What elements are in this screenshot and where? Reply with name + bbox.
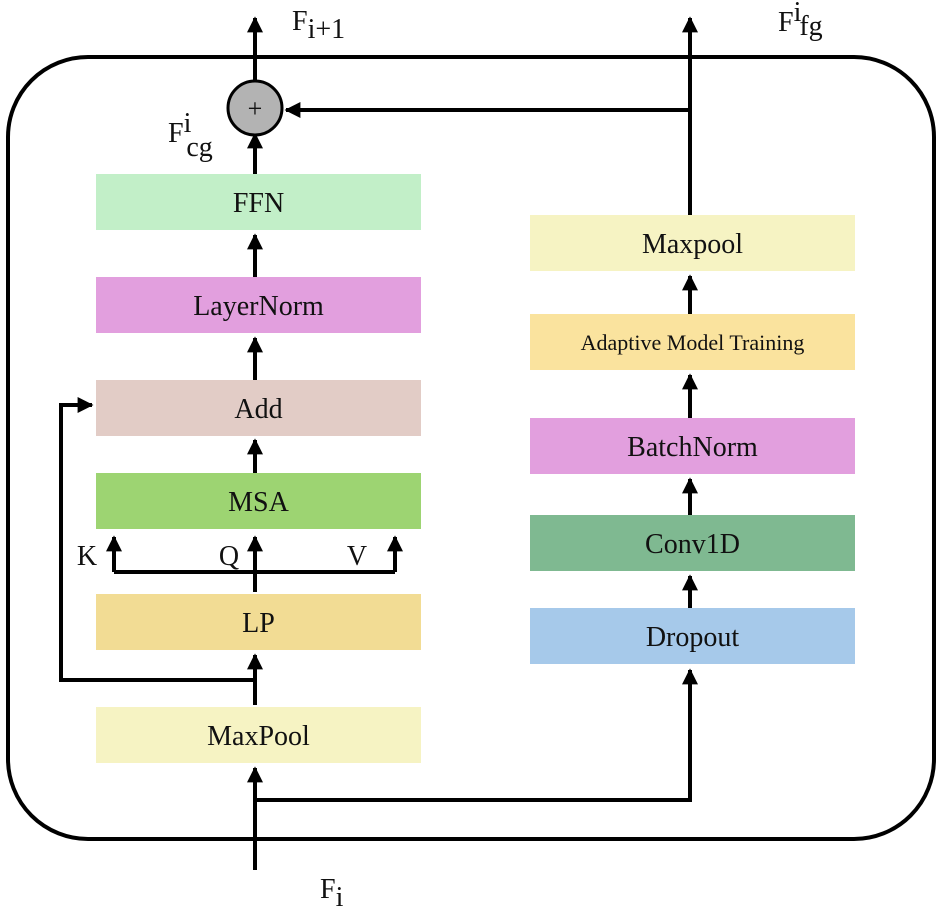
dropout-block: Dropout (530, 608, 855, 664)
f-i-base: F (320, 874, 336, 905)
ffn-box (96, 174, 421, 230)
batchnorm-block: BatchNorm (530, 418, 855, 474)
conv1d-label: Conv1D (645, 529, 740, 560)
add-box (96, 380, 421, 436)
layernorm-label: LayerNorm (193, 291, 324, 322)
k-label: K (77, 541, 97, 572)
msa-label: MSA (228, 487, 289, 518)
f-i-plus-1-base: F (292, 6, 308, 37)
maxpool-right-label: Maxpool (642, 229, 743, 260)
dropout-box (530, 608, 855, 664)
f-fg-sub: fg (799, 11, 822, 42)
plus-icon: + (248, 94, 263, 123)
lp-block: LP (96, 594, 421, 650)
lp-label: LP (242, 608, 275, 639)
q-label: Q (219, 541, 239, 572)
label-f-i-plus-1: Fi+1 (292, 6, 345, 45)
adaptive-training-label: Adaptive Model Training (581, 330, 805, 355)
add-label: Add (234, 394, 282, 425)
lp-box (96, 594, 421, 650)
maxpool-left-label: MaxPool (207, 721, 310, 752)
msa-block: MSA (96, 473, 421, 529)
input-to-dropout-arrow (255, 668, 698, 802)
f-i-sub: i (336, 882, 344, 913)
f-fg-sup: i (794, 0, 802, 28)
v-label: V (347, 541, 367, 572)
conv1d-box (530, 515, 855, 571)
f-cg-sup: i (184, 108, 192, 139)
dropout-label: Dropout (646, 622, 740, 653)
label-f-i: Fi (320, 874, 344, 913)
maxpool-right-box (530, 215, 855, 271)
add-block: Add (96, 380, 421, 436)
f-i-plus-1-sub: i+1 (308, 14, 346, 45)
layernorm-block: LayerNorm (96, 277, 421, 333)
f-fg-base: F (778, 7, 794, 38)
module-container (6, 55, 936, 841)
ffn-block: FFN (96, 174, 421, 230)
sum-circle (226, 79, 284, 137)
adaptive-training-box (530, 314, 855, 370)
conv1d-block: Conv1D (530, 515, 855, 571)
maxpool-left-block: MaxPool (96, 707, 421, 763)
f-cg-base: F (168, 118, 184, 149)
batchnorm-label: BatchNorm (627, 432, 758, 463)
msa-box (96, 473, 421, 529)
maxpool-left-box (96, 707, 421, 763)
label-f-fg: Fifg (778, 0, 823, 42)
sum-node: + (226, 79, 284, 137)
residual-to-add-arrow (59, 397, 255, 682)
f-cg-sub: cg (186, 132, 212, 163)
layernorm-box (96, 277, 421, 333)
batchnorm-box (530, 418, 855, 474)
ffn-label: FFN (233, 188, 284, 219)
maxpool-right-block: Maxpool (530, 215, 855, 271)
adaptive-training-block: Adaptive Model Training (530, 314, 855, 370)
